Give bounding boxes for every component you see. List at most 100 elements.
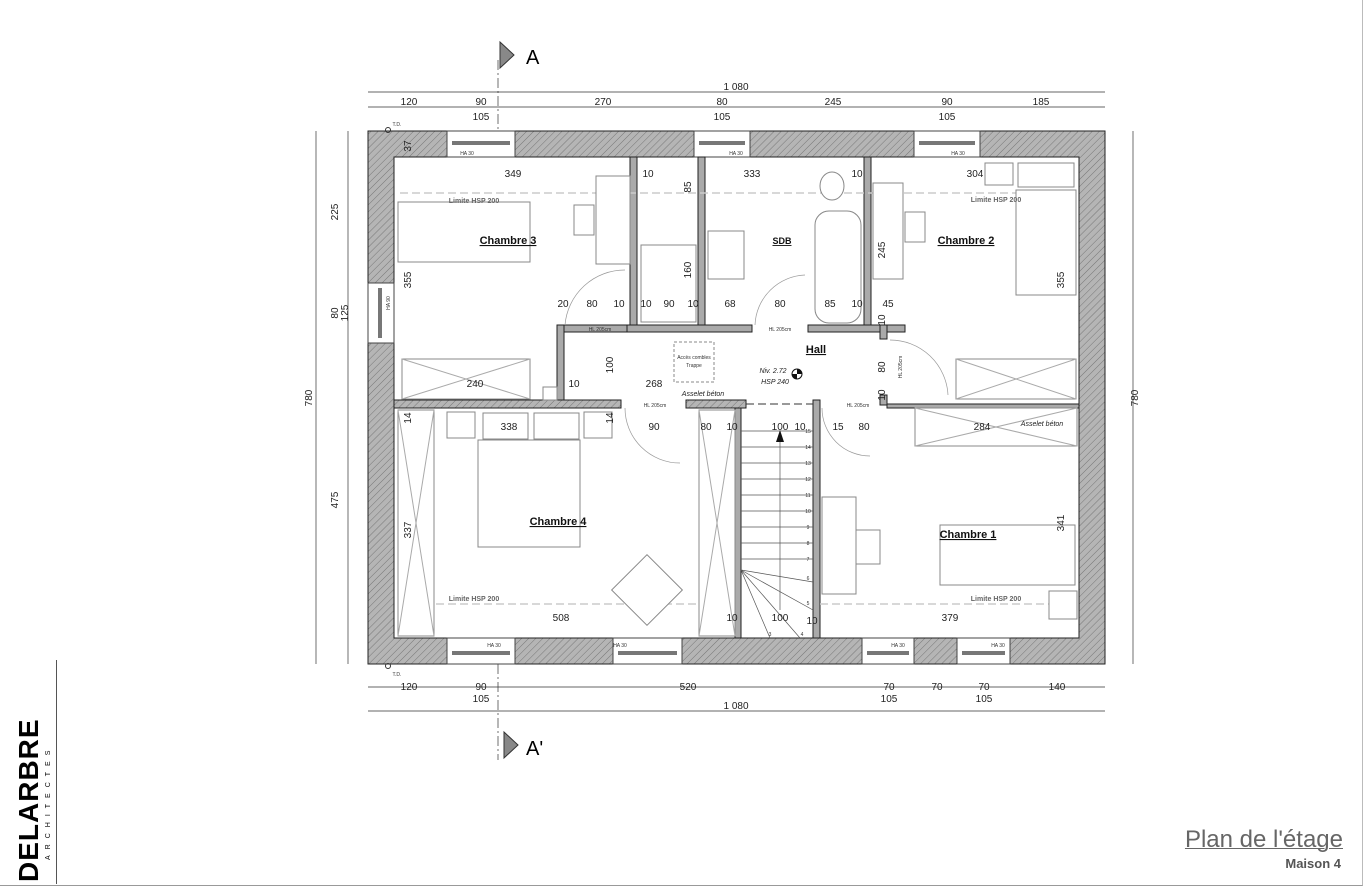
section-marker-a [499, 40, 515, 70]
dim-bottom: 120 [401, 682, 418, 693]
window-label: HA 30 [729, 151, 743, 157]
svg-text:10: 10 [642, 169, 654, 180]
door-swings [564, 269, 949, 464]
svg-text:10: 10 [794, 422, 806, 433]
dim-bottom: 140 [1049, 682, 1066, 693]
dim-bottom-sub: 105 [881, 694, 898, 705]
svg-text:11: 11 [805, 493, 810, 499]
dim-left-total: 780 [304, 389, 315, 406]
dim-bottom: 70 [931, 682, 943, 693]
dim-total-bottom: 1 080 [723, 701, 748, 712]
attic-access-label: Accès combles [677, 355, 711, 361]
svg-text:10: 10 [640, 299, 652, 310]
svg-text:68: 68 [724, 299, 736, 310]
svg-text:DELARBRE: DELARBRE [13, 718, 44, 882]
dim-right-total: 780 [1130, 389, 1141, 406]
drawing-subtitle: Maison 4 [1285, 856, 1341, 871]
dim-bottom: 520 [680, 682, 697, 693]
svg-text:355: 355 [403, 271, 414, 288]
level-label: Niv. 2.72 [759, 368, 786, 375]
svg-text:10: 10 [805, 509, 811, 515]
wardrobe-crosses [397, 358, 1078, 637]
svg-text:90: 90 [663, 299, 675, 310]
dim-top: 245 [825, 97, 842, 108]
window-label: HA 30 [460, 151, 474, 157]
svg-text:9: 9 [807, 525, 810, 531]
staircase [740, 430, 814, 639]
dim-bottom: 70 [978, 682, 990, 693]
room-label-chambre-4: Chambre 4 [530, 516, 588, 528]
svg-text:355: 355 [1056, 271, 1067, 288]
svg-text:4: 4 [801, 632, 804, 638]
dim-top-sub: 105 [714, 112, 731, 123]
svg-text:508: 508 [553, 613, 570, 624]
svg-text:6: 6 [807, 576, 810, 582]
window-label: HA 90 [386, 296, 392, 310]
room-label-hall: Hall [806, 344, 826, 356]
window-label: HA 30 [991, 643, 1005, 649]
dimension-lines [315, 60, 1134, 760]
svg-text:ARCHITECTES: ARCHITECTES [45, 745, 52, 860]
svg-text:379: 379 [942, 613, 959, 624]
svg-text:304: 304 [967, 169, 984, 180]
svg-text:10: 10 [613, 299, 625, 310]
hsp-label: Limite HSP 200 [971, 197, 1022, 204]
svg-text:10: 10 [687, 299, 699, 310]
svg-text:10: 10 [851, 299, 863, 310]
dim-bottom-sub: 105 [976, 694, 993, 705]
svg-text:338: 338 [501, 422, 518, 433]
svg-text:37: 37 [403, 140, 414, 152]
dim-top: 90 [475, 97, 487, 108]
interior-walls [393, 156, 1080, 639]
svg-text:15: 15 [805, 429, 811, 435]
svg-text:333: 333 [744, 169, 761, 180]
hatch-label: Trappe [686, 363, 702, 369]
svg-text:284: 284 [974, 422, 991, 433]
dim-left: 80 [330, 307, 341, 319]
svg-text:85: 85 [824, 299, 836, 310]
drawing-title: Plan de l'étage [1184, 826, 1343, 853]
window-label: HA 30 [487, 643, 501, 649]
hsp-label: Limite HSP 200 [449, 198, 500, 205]
dim-top: 90 [941, 97, 953, 108]
door-height-label: HL 205cm [847, 403, 870, 409]
svg-text:15: 15 [832, 422, 844, 433]
room-label-sdb: SDB [772, 236, 792, 246]
room-label-chambre-3: Chambre 3 [480, 235, 537, 247]
dim-total-top: 1 080 [723, 82, 748, 93]
svg-text:10: 10 [726, 422, 738, 433]
hsp-limit-lines [400, 192, 1075, 605]
svg-text:12: 12 [805, 477, 811, 483]
window-label: HA 30 [891, 643, 905, 649]
door-height-label: HL 205cm [644, 403, 667, 409]
interior-dimensions: 37 349 355 240 10 268 100 14 14 10 333 1… [403, 140, 1067, 627]
dim-bottom: 70 [883, 682, 895, 693]
svg-text:341: 341 [1056, 514, 1067, 531]
svg-text:240: 240 [467, 379, 484, 390]
hsp-label: Limite HSP 200 [449, 596, 500, 603]
svg-text:10: 10 [568, 379, 580, 390]
door-height-label: HL 205cm [769, 327, 792, 333]
svg-text:100: 100 [605, 356, 616, 373]
svg-text:245: 245 [877, 241, 888, 258]
architect-logo: DELARBRE ARCHITECTES [6, 660, 57, 884]
svg-text:10: 10 [877, 389, 888, 401]
dim-left: 475 [330, 491, 341, 508]
svg-text:8: 8 [807, 541, 810, 547]
room-label-chambre-1: Chambre 1 [940, 529, 997, 541]
svg-text:20: 20 [557, 299, 569, 310]
ceiling-height-label: HSP 240 [761, 379, 789, 386]
svg-text:7: 7 [807, 557, 810, 563]
dim-top: 270 [595, 97, 612, 108]
td-label: T.D. [393, 672, 402, 678]
dim-top-sub: 105 [473, 112, 490, 123]
window-label: HA 30 [951, 151, 965, 157]
svg-text:80: 80 [858, 422, 870, 433]
dim-bottom: 90 [475, 682, 487, 693]
section-label-a-prime: A' [526, 738, 543, 760]
sill-label: Asselet béton [1020, 421, 1064, 428]
room-label-chambre-2: Chambre 2 [938, 235, 995, 247]
dim-top: 80 [716, 97, 728, 108]
